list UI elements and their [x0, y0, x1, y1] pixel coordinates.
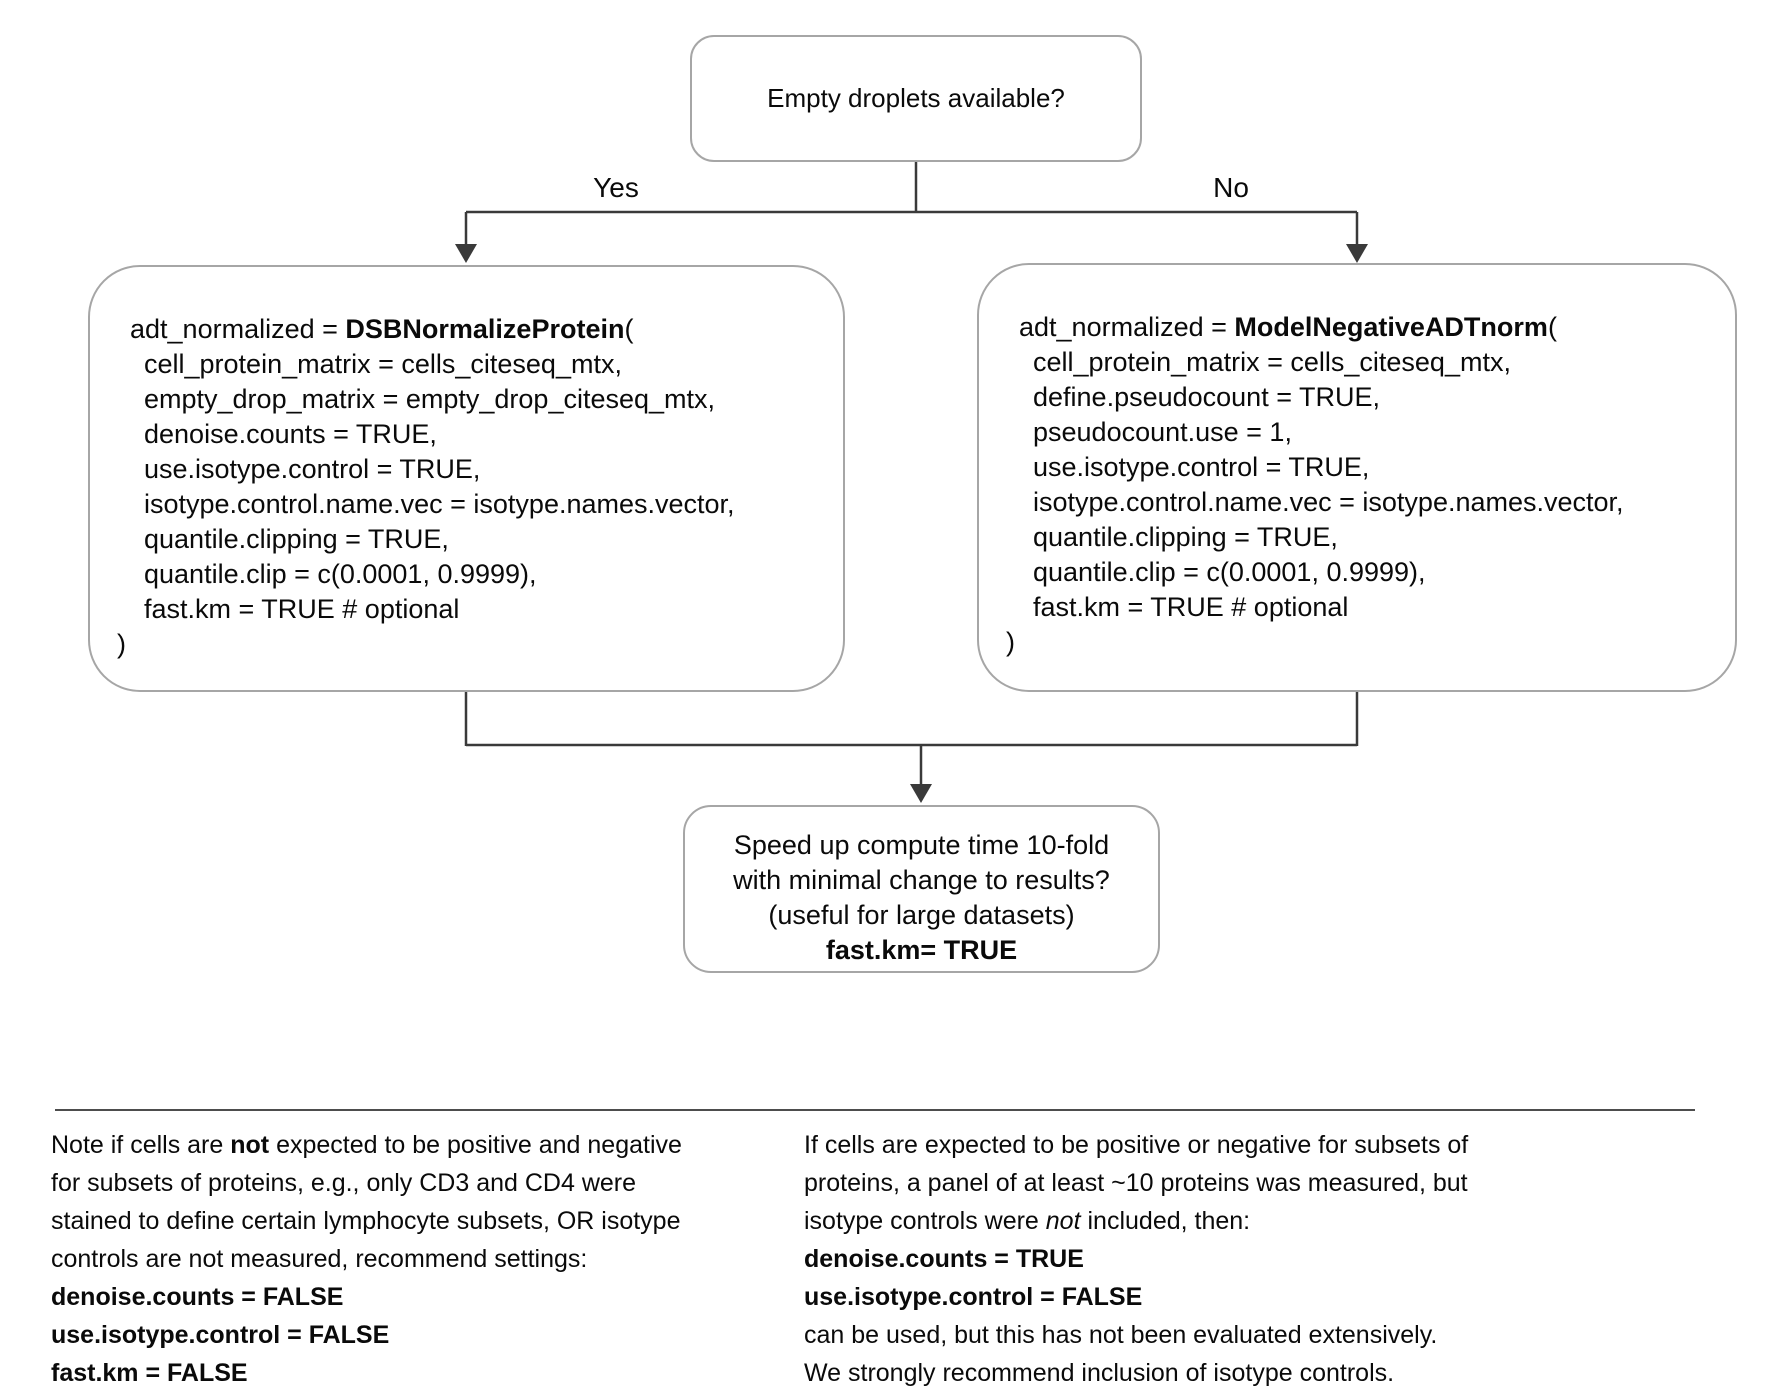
info-box-fast-km: Speed up compute time 10-fold with minima…: [683, 805, 1160, 973]
text-line: use.isotype.control = FALSE: [804, 1278, 1544, 1316]
text-segment: ): [1006, 627, 1015, 657]
text-segment: with minimal change to results?: [733, 865, 1110, 895]
text-segment: use.isotype.control = TRUE,: [144, 454, 481, 484]
text-segment: fast.km = FALSE: [51, 1359, 248, 1387]
text-segment: ModelNegativeADTnorm: [1234, 312, 1548, 342]
text-line: controls are not measured, recommend set…: [51, 1240, 741, 1278]
text-segment: quantile.clip = c(0.0001, 0.9999),: [1033, 557, 1426, 587]
decision-box-empty-droplets: Empty droplets available?: [690, 35, 1142, 162]
text-line: adt_normalized = ModelNegativeADTnorm(: [1019, 310, 1715, 345]
text-line: fast.km = FALSE: [51, 1354, 741, 1390]
text-segment: cell_protein_matrix = cells_citeseq_mtx,: [144, 349, 622, 379]
text-line: Speed up compute time 10-fold: [685, 828, 1158, 863]
text-line: can be used, but this has not been evalu…: [804, 1316, 1544, 1354]
text-segment: pseudocount.use = 1,: [1033, 417, 1292, 447]
label-no: No: [1213, 172, 1249, 203]
text-segment: use.isotype.control = FALSE: [51, 1321, 390, 1349]
text-line: quantile.clipping = TRUE,: [144, 522, 823, 557]
text-line: proteins, a panel of at least ~10 protei…: [804, 1164, 1544, 1202]
text-segment: define.pseudocount = TRUE,: [1033, 382, 1380, 412]
text-line: isotype.control.name.vec = isotype.names…: [144, 487, 823, 522]
text-line: define.pseudocount = TRUE,: [1033, 380, 1715, 415]
text-segment: denoise.counts = TRUE: [804, 1245, 1084, 1273]
text-line: for subsets of proteins, e.g., only CD3 …: [51, 1164, 741, 1202]
decision-box-text: Empty droplets available?: [767, 83, 1065, 113]
text-segment: (useful for large datasets): [768, 900, 1075, 930]
text-line: use.isotype.control = TRUE,: [1033, 450, 1715, 485]
text-segment: can be used, but this has not been evalu…: [804, 1321, 1438, 1349]
code-box-dsb-normalize-protein: adt_normalized = DSBNormalizeProtein(cel…: [88, 265, 845, 692]
text-line: adt_normalized = DSBNormalizeProtein(: [130, 312, 823, 347]
label-yes: Yes: [593, 172, 639, 203]
text-segment: If cells are expected to be positive or …: [804, 1131, 1469, 1159]
note-left-column: Note if cells are not expected to be pos…: [51, 1126, 741, 1390]
note-right-column: If cells are expected to be positive or …: [804, 1126, 1544, 1390]
text-segment: isotype.control.name.vec = isotype.names…: [144, 489, 735, 519]
divider-line: [55, 1109, 1695, 1111]
text-segment: fast.km = TRUE # optional: [1033, 592, 1349, 622]
no-arrowhead-icon: [1346, 244, 1368, 263]
text-segment: not: [230, 1131, 270, 1159]
text-line: cell_protein_matrix = cells_citeseq_mtx,: [144, 347, 823, 382]
text-line: use.isotype.control = TRUE,: [144, 452, 823, 487]
text-segment: stained to define certain lymphocyte sub…: [51, 1207, 681, 1235]
text-segment: expected to be positive and negative: [269, 1131, 682, 1159]
text-line: fast.km = TRUE # optional: [1033, 590, 1715, 625]
text-segment: Speed up compute time 10-fold: [733, 830, 1110, 860]
text-line: pseudocount.use = 1,: [1033, 415, 1715, 450]
text-segment: for subsets of proteins, e.g., only CD3 …: [51, 1169, 637, 1197]
text-line: ): [1006, 625, 1715, 660]
text-line: denoise.counts = TRUE: [804, 1240, 1544, 1278]
text-segment: included, then:: [1080, 1207, 1251, 1235]
yes-arrowhead-icon: [455, 244, 477, 263]
text-segment: DSBNormalizeProtein: [345, 314, 625, 344]
text-line: fast.km = TRUE # optional: [144, 592, 823, 627]
text-segment: We strongly recommend inclusion of isoty…: [804, 1359, 1395, 1387]
text-line: isotype.control.name.vec = isotype.names…: [1033, 485, 1715, 520]
text-segment: isotype.control.name.vec = isotype.names…: [1033, 487, 1624, 517]
text-segment: not: [1045, 1207, 1081, 1235]
text-line: quantile.clip = c(0.0001, 0.9999),: [144, 557, 823, 592]
text-line: empty_drop_matrix = empty_drop_citeseq_m…: [144, 382, 823, 417]
text-segment: denoise.counts = FALSE: [51, 1283, 344, 1311]
text-segment: quantile.clip = c(0.0001, 0.9999),: [144, 559, 537, 589]
text-line: (useful for large datasets): [685, 898, 1158, 933]
text-segment: proteins, a panel of at least ~10 protei…: [804, 1169, 1468, 1197]
text-segment: denoise.counts = TRUE,: [144, 419, 437, 449]
text-segment: empty_drop_matrix = empty_drop_citeseq_m…: [144, 384, 716, 414]
text-segment: (: [624, 314, 634, 344]
text-segment: adt_normalized =: [130, 314, 346, 344]
text-segment: adt_normalized =: [1019, 312, 1235, 342]
text-line: cell_protein_matrix = cells_citeseq_mtx,: [1033, 345, 1715, 380]
text-line: quantile.clipping = TRUE,: [1033, 520, 1715, 555]
text-segment: (: [1547, 312, 1557, 342]
text-line: stained to define certain lymphocyte sub…: [51, 1202, 741, 1240]
text-line: If cells are expected to be positive or …: [804, 1126, 1544, 1164]
text-segment: controls are not measured, recommend set…: [51, 1245, 588, 1273]
text-segment: ): [117, 629, 126, 659]
text-line: use.isotype.control = FALSE: [51, 1316, 741, 1354]
text-segment: isotype controls were: [804, 1207, 1046, 1235]
text-segment: use.isotype.control = TRUE,: [1033, 452, 1370, 482]
text-line: fast.km= TRUE: [685, 933, 1158, 968]
text-line: Note if cells are not expected to be pos…: [51, 1126, 741, 1164]
text-segment: cell_protein_matrix = cells_citeseq_mtx,: [1033, 347, 1511, 377]
text-segment: quantile.clipping = TRUE,: [1033, 522, 1338, 552]
text-segment: quantile.clipping = TRUE,: [144, 524, 449, 554]
text-segment: use.isotype.control = FALSE: [804, 1283, 1143, 1311]
text-line: with minimal change to results?: [685, 863, 1158, 898]
speed-arrowhead-icon: [910, 784, 932, 803]
text-line: denoise.counts = TRUE,: [144, 417, 823, 452]
text-segment: Note if cells are: [51, 1131, 231, 1159]
text-line: ): [117, 627, 823, 662]
text-line: denoise.counts = FALSE: [51, 1278, 741, 1316]
text-line: We strongly recommend inclusion of isoty…: [804, 1354, 1544, 1390]
text-line: quantile.clip = c(0.0001, 0.9999),: [1033, 555, 1715, 590]
text-segment: fast.km = TRUE # optional: [144, 594, 460, 624]
code-box-model-negative-adt-norm: adt_normalized = ModelNegativeADTnorm(ce…: [977, 263, 1737, 692]
text-segment: fast.km= TRUE: [825, 935, 1018, 965]
text-line: isotype controls were not included, then…: [804, 1202, 1544, 1240]
